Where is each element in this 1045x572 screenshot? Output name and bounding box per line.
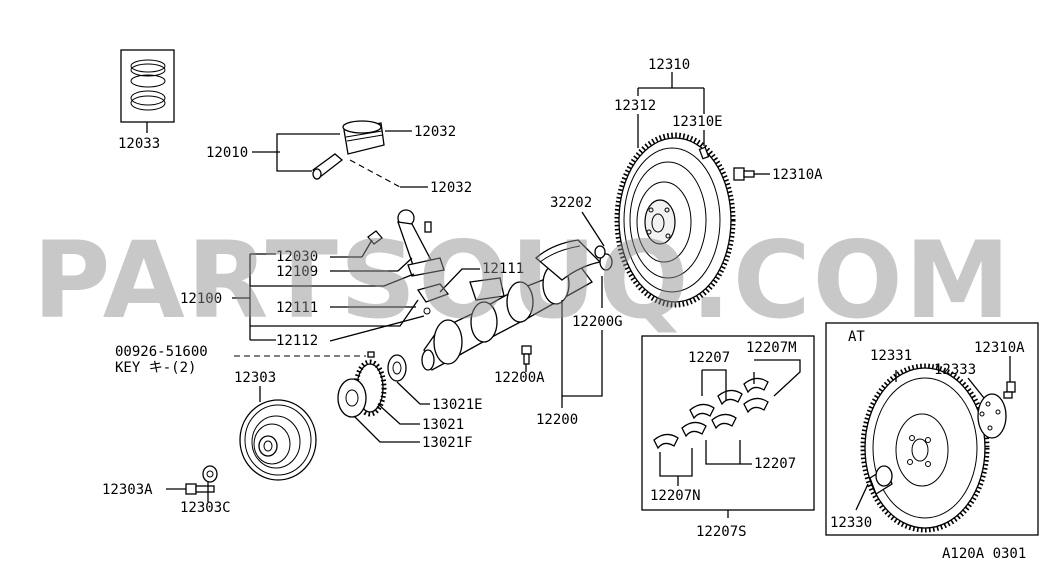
dowel-pin[interactable] [698,146,710,160]
at-label: AT [848,329,865,345]
label-key: KEY キ-(2) [115,360,196,376]
crank-pulley[interactable] [239,399,317,481]
converter-spacer[interactable] [869,465,893,495]
label-12200G: 12200G [572,314,623,330]
label-12032-bottom: 12032 [430,180,472,196]
flywheel-bolt[interactable] [733,167,755,181]
label-12310A-at: 12310A [974,340,1025,356]
label-12200: 12200 [536,412,578,428]
label-12310E: 12310E [672,114,723,130]
pilot-bushing[interactable] [594,245,613,271]
label-00926-51600: 00926-51600 [115,344,208,360]
crank-plug[interactable] [521,345,532,365]
drive-plate[interactable] [860,363,990,533]
label-12303C: 12303C [180,500,231,516]
label-12207-right: 12207 [754,456,796,472]
drive-plate-bolt[interactable] [1003,381,1016,399]
label-13021: 13021 [422,417,464,433]
label-12207S: 12207S [696,524,747,540]
label-12112: 12112 [276,333,318,349]
label-12310A: 12310A [772,167,823,183]
label-12303A: 12303A [102,482,153,498]
sprocket-spacer[interactable] [337,378,367,418]
label-12200A: 12200A [494,370,545,386]
oil-slinger[interactable] [387,354,407,382]
main-bearing-lower[interactable] [653,413,737,450]
label-12333: 12333 [934,362,976,378]
diagram-code: A120A 0301 [942,546,1026,562]
label-13021E: 13021E [432,397,483,413]
crankshaft[interactable] [421,263,593,371]
label-12111-left: 12111 [276,300,318,316]
label-12303: 12303 [234,370,276,386]
main-bearing-upper[interactable] [689,377,769,420]
connecting-rod[interactable] [367,209,450,315]
label-12109: 12109 [276,264,318,280]
label-12312: 12312 [614,98,656,114]
label-12033: 12033 [118,136,160,152]
at-drive-plate-box [825,322,1039,536]
label-12331: 12331 [870,348,912,364]
label-12330: 12330 [830,515,872,531]
piston-pin[interactable] [312,153,344,180]
pulley-washer[interactable] [202,465,218,483]
label-12111-right: 12111 [482,261,524,277]
label-12207N: 12207N [650,488,701,504]
label-12032-top: 12032 [414,124,456,140]
label-12207-top: 12207 [688,350,730,366]
label-12010: 12010 [206,145,248,161]
piston-ring-set[interactable] [120,49,175,123]
label-13021F: 13021F [422,435,473,451]
reinforcement-plate[interactable] [977,393,1007,439]
flywheel[interactable] [614,132,736,308]
label-12310: 12310 [648,57,690,73]
piston[interactable] [342,120,385,155]
label-12100: 12100 [180,291,222,307]
label-32202: 32202 [550,195,592,211]
label-12207M: 12207M [746,340,797,356]
label-12030: 12030 [276,249,318,265]
pulley-bolt[interactable] [185,483,215,495]
